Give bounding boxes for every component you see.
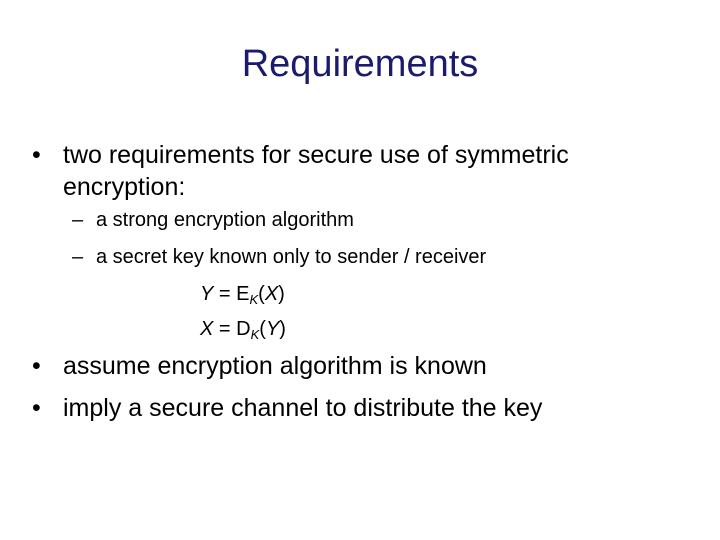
equation-equals: =: [213, 318, 237, 340]
equation-open-paren: (: [259, 318, 266, 340]
sub-bullet-marker: –: [72, 209, 84, 231]
bullet-marker: •: [32, 352, 41, 380]
equation-close-paren: ): [278, 283, 285, 305]
equation-decrypt: X = DK(Y): [200, 316, 286, 348]
equation-lhs: Y: [200, 283, 214, 305]
bullet-item: • assume encryption algorithm is known: [32, 350, 692, 382]
equation-open-paren: (: [258, 283, 265, 305]
slide-title: Requirements: [241, 43, 479, 85]
bullet-text: two requirements for secure use of symme…: [63, 141, 569, 201]
sub-bullet-text: a strong encryption algorithm: [96, 209, 354, 231]
equation-argument: Y: [265, 318, 280, 340]
equation-subscript: K: [249, 292, 259, 307]
equation-close-paren: ): [279, 318, 286, 340]
bullet-text: assume encryption algorithm is known: [63, 352, 487, 380]
equation-argument: X: [264, 283, 279, 305]
sub-bullet-marker: –: [72, 246, 84, 268]
equation-function: E: [236, 283, 250, 305]
sub-bullet-text: a secret key known only to sender / rece…: [96, 246, 487, 268]
bullet-text: imply a secure channel to distribute the…: [63, 394, 543, 422]
bullet-item: • two requirements for secure use of sym…: [32, 139, 692, 203]
bullet-item: • imply a secure channel to distribute t…: [32, 392, 692, 424]
equation-lhs: X: [200, 318, 214, 340]
equation-function: D: [236, 318, 251, 340]
bullet-marker: •: [32, 141, 41, 169]
equation-encrypt: Y = EK(X): [200, 281, 285, 313]
bullet-marker: •: [32, 394, 41, 422]
equation-subscript: K: [250, 327, 260, 342]
equation-equals: =: [213, 283, 237, 305]
